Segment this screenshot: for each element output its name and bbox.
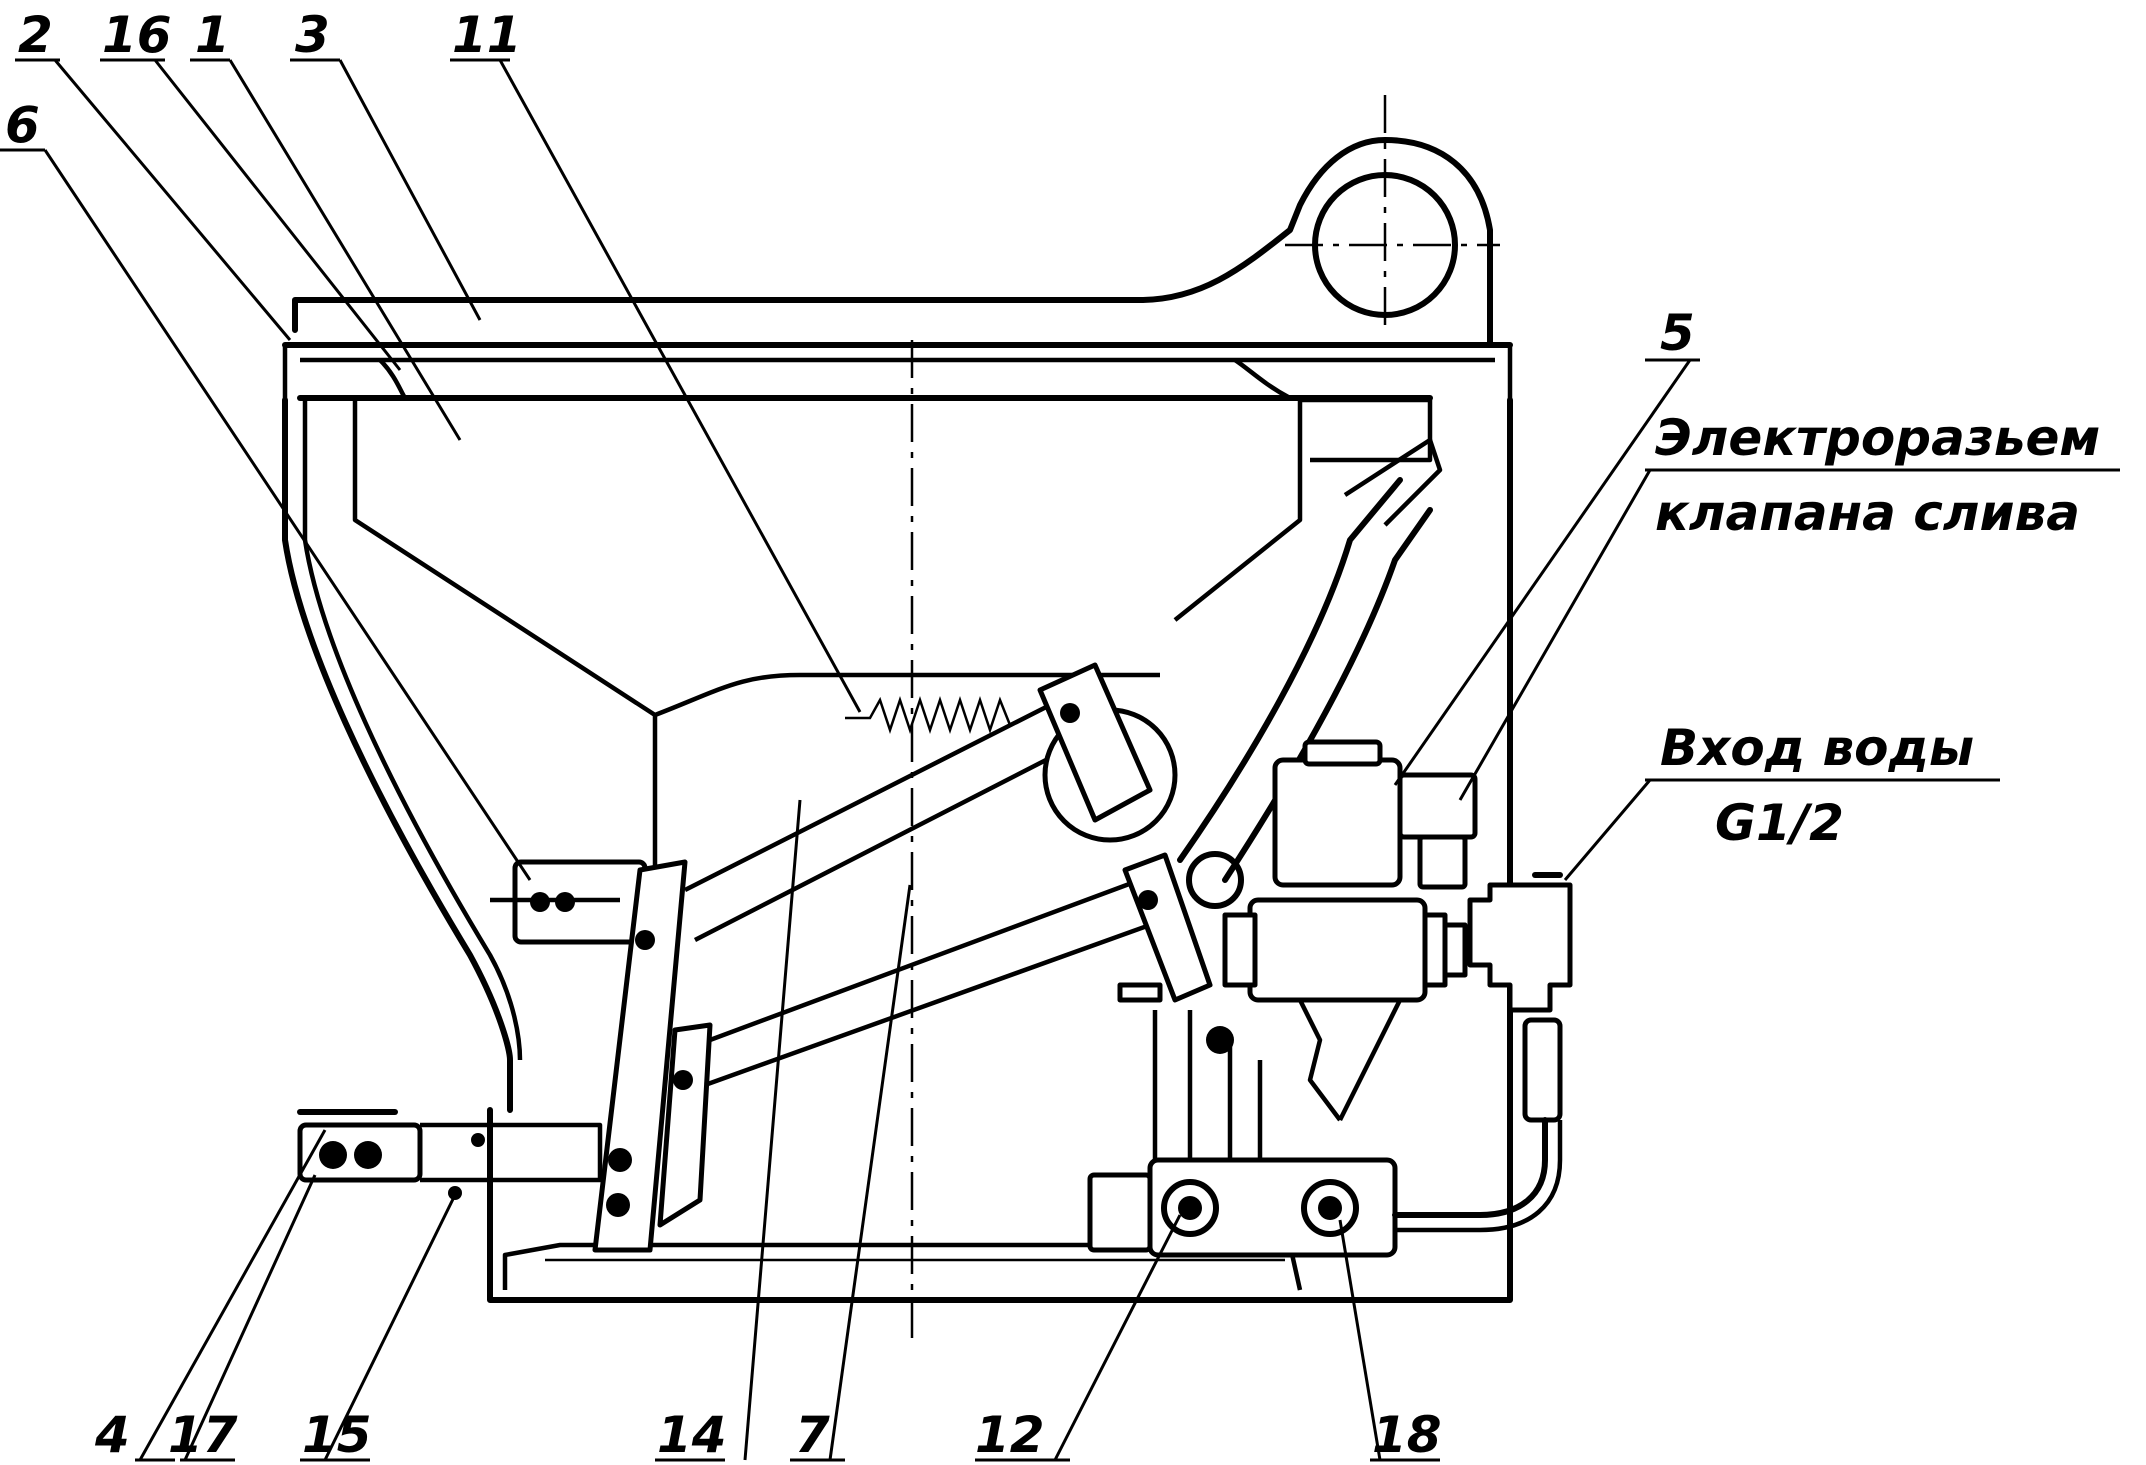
valve-rods (1117, 982, 1263, 1160)
connector-label-line2: клапана слива (1655, 484, 2080, 542)
flush-hose (1177, 437, 1443, 883)
callout-7: 7 (795, 1406, 830, 1464)
callout-17: 17 (168, 1406, 238, 1464)
connector-label-line1: Электроразьем (1655, 409, 2100, 467)
bowl-body-outer (282, 397, 1513, 1303)
vertical-links (592, 859, 713, 1253)
callout-6: 6 (5, 96, 40, 154)
callout-18: 18 (1372, 1406, 1442, 1464)
callout-3: 3 (295, 6, 330, 64)
hinge-circle (1312, 172, 1458, 318)
foot-pedal (297, 1109, 603, 1200)
bowl-rim (282, 342, 1513, 401)
spring (845, 696, 1041, 734)
callout-leaders (0, 58, 2120, 1462)
callout-16: 16 (102, 6, 172, 64)
lower-arm (1122, 851, 1244, 1054)
callout-15: 15 (302, 1406, 372, 1464)
callout-11: 11 (452, 6, 522, 64)
lid-cover (292, 137, 1493, 348)
water-inlet (1392, 872, 1573, 1233)
callout-2: 2 (18, 6, 53, 64)
left-bracket (490, 859, 648, 945)
callout-5: 5 (1660, 304, 1695, 362)
valve-body (1222, 897, 1468, 1122)
base-plate (502, 1242, 1303, 1291)
water-inlet-label-line2: G1/2 (1715, 794, 1844, 852)
water-inlet-label-line1: Вход воды (1660, 719, 1974, 777)
cam-assembly (1037, 662, 1178, 843)
lower-valve-block (1087, 1157, 1398, 1258)
callout-4: 4 (94, 1406, 130, 1464)
solenoid-valve (1272, 739, 1478, 890)
callout-1: 1 (195, 6, 230, 64)
callout-14: 14 (657, 1406, 727, 1464)
bowl-inner (352, 397, 1433, 990)
callout-12: 12 (975, 1406, 1045, 1464)
